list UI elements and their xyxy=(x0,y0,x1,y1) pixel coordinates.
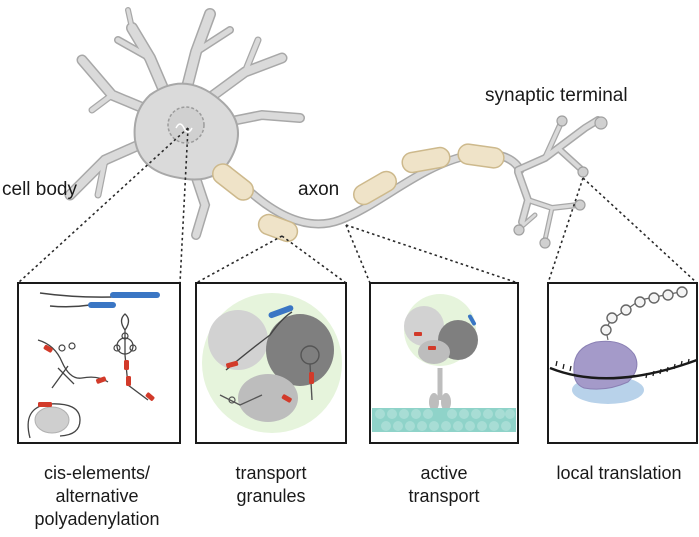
rbp-blob xyxy=(404,306,444,346)
rbp-blob xyxy=(266,314,334,386)
caption-line: alternative xyxy=(55,486,139,506)
panel-active-transport xyxy=(369,282,519,444)
cis-element xyxy=(428,346,436,350)
nucleus xyxy=(167,106,205,144)
rbp-blob xyxy=(208,310,268,370)
rbp-blob xyxy=(238,374,298,422)
nascent-peptide-beads xyxy=(600,286,688,336)
nucleus-rna-squiggle xyxy=(175,123,193,133)
rbp-blob xyxy=(34,406,70,434)
cis-element xyxy=(124,360,129,370)
ribosome-large-subunit xyxy=(573,340,638,390)
microtubule-subunits xyxy=(375,409,515,431)
myelin-sheath xyxy=(257,213,299,243)
mrna-strand xyxy=(549,358,698,380)
caption-line: granules xyxy=(236,486,306,506)
mrna-codon-ticks xyxy=(555,358,690,379)
cis-element xyxy=(414,332,422,336)
cis-element xyxy=(95,376,107,384)
myelin-sheath xyxy=(401,146,451,174)
panel-transport-granules xyxy=(195,282,347,444)
mrna-3utr xyxy=(468,314,476,326)
synaptic-terminal-fill xyxy=(515,117,601,242)
caption-line: transport xyxy=(408,486,480,506)
rbp-blob xyxy=(418,340,450,364)
myelin-sheath xyxy=(352,170,398,206)
caption-line: active xyxy=(420,463,468,483)
cis-element xyxy=(309,372,314,384)
neuron xyxy=(64,7,608,249)
caption-active-transport: active transport xyxy=(370,462,518,508)
caption-cis-elements: cis-elements/ alternative polyadenylatio… xyxy=(2,462,192,531)
label-axon: axon xyxy=(298,179,340,200)
myelin-sheath xyxy=(457,143,505,169)
cis-element xyxy=(38,402,52,407)
mrna-3utr xyxy=(268,305,294,319)
synaptic-boutons xyxy=(513,115,608,249)
myelin-sheaths xyxy=(212,143,505,243)
cis-element xyxy=(43,344,53,353)
label-cell-body: cell body xyxy=(2,179,77,200)
panel-cis-elements xyxy=(17,282,181,444)
caption-line: cis-elements/ xyxy=(43,463,151,483)
mrna-3utr-long xyxy=(110,292,160,298)
caption-transport-granules: transport granules xyxy=(196,462,346,508)
dendrites-fill xyxy=(66,8,304,239)
cis-element xyxy=(126,376,131,386)
cis-element xyxy=(281,394,292,403)
zoom-lines xyxy=(17,127,698,284)
caption-line: local translation xyxy=(556,463,682,483)
cis-element xyxy=(145,392,155,401)
label-synaptic-terminal: synaptic terminal xyxy=(485,85,628,106)
panel-local-translation xyxy=(547,282,698,444)
caption-line: polyadenylation xyxy=(34,509,160,529)
cis-element xyxy=(226,360,239,369)
synaptic-terminal xyxy=(514,116,602,243)
caption-local-translation: local translation xyxy=(540,462,698,485)
myelin-sheath xyxy=(212,163,254,201)
caption-line: transport xyxy=(235,463,307,483)
motor-protein xyxy=(429,393,451,411)
mrna-3utr-short xyxy=(88,302,116,308)
